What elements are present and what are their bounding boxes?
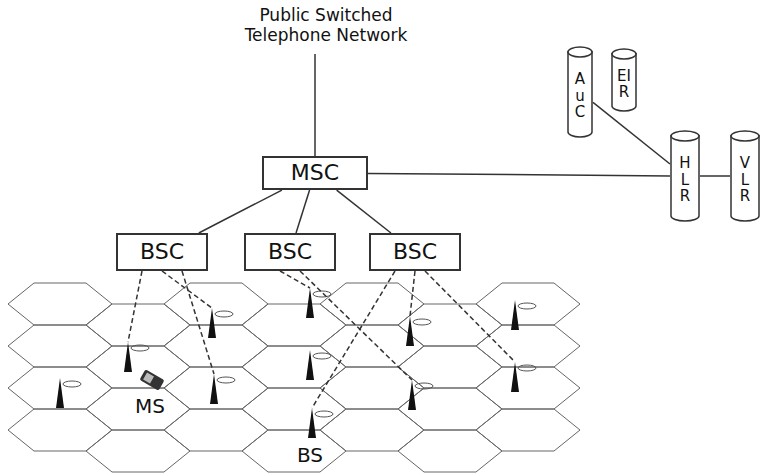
radio-link — [425, 271, 515, 362]
cell-hexagon — [86, 388, 190, 430]
cell-grid — [8, 283, 580, 472]
cylinder-top — [671, 131, 699, 141]
network-title: Public Switched Telephone Network — [230, 6, 422, 45]
antenna-symbol — [63, 381, 81, 387]
radio-link — [410, 271, 415, 316]
cell-hexagon — [476, 367, 580, 409]
antenna-symbol — [413, 319, 431, 325]
tower-symbol — [306, 350, 314, 380]
antenna-symbol — [131, 345, 149, 351]
database-label: EIR — [617, 68, 632, 101]
cell-hexagon — [8, 283, 112, 325]
database-label: VLR — [738, 155, 753, 205]
radio-link — [312, 271, 395, 408]
cell-hexagon — [242, 304, 346, 346]
network-link — [296, 190, 310, 233]
cell-hexagon — [8, 325, 112, 367]
cylinder-body — [568, 51, 592, 137]
tower-symbol — [56, 378, 64, 408]
cell-hexagon — [242, 388, 346, 430]
database-cylinder: EIR — [611, 48, 637, 112]
tower-symbol — [511, 362, 519, 392]
cylinder-top — [568, 47, 592, 57]
node-label: MSC — [291, 161, 339, 185]
cell-hexagon — [476, 325, 580, 367]
cylinder-body — [612, 53, 636, 111]
antenna-symbol — [217, 377, 235, 383]
cylinder-top — [612, 49, 636, 59]
cell-hexagon — [398, 304, 502, 346]
cell-hexagon — [86, 346, 190, 388]
mobile-phone — [139, 369, 164, 390]
tower-symbol — [124, 342, 132, 372]
mobile-station-label: MS — [134, 395, 166, 418]
cell-hexagon — [8, 367, 112, 409]
tower-symbol — [210, 374, 218, 404]
antenna-symbol — [518, 303, 536, 309]
cell-hexagon — [320, 409, 424, 451]
cylinder-top — [731, 131, 759, 141]
cell-hexagon — [164, 283, 268, 325]
antenna-symbol — [415, 383, 433, 389]
database-cylinder: HLR — [670, 130, 700, 222]
network-link — [368, 173, 670, 175]
cell-hexagon — [164, 367, 268, 409]
network-link — [199, 190, 282, 233]
network-link — [593, 102, 670, 164]
process-box: MSC — [262, 156, 368, 190]
cell-hexagon — [398, 346, 502, 388]
antenna-symbol — [313, 353, 331, 359]
base-station-towers — [56, 288, 536, 438]
node-label: BSC — [140, 240, 184, 264]
antenna-symbol — [215, 311, 233, 317]
database-cylinder: VLR — [730, 130, 760, 222]
radio-link — [182, 271, 214, 374]
cell-hexagon — [86, 304, 190, 346]
database-cylinder: AuC — [567, 46, 593, 138]
radio-link — [300, 271, 412, 380]
database-label: AuC — [573, 71, 588, 121]
tower-symbol — [406, 316, 414, 346]
cell-hexagon — [476, 409, 580, 451]
cell-hexagon — [476, 283, 580, 325]
tower-symbol — [306, 288, 314, 318]
cell-hexagon — [320, 283, 424, 325]
process-box: BSC — [116, 233, 208, 271]
tower-symbol — [511, 300, 519, 330]
antenna-symbol — [518, 365, 536, 371]
database-label: HLR — [678, 155, 693, 205]
cell-hexagon — [242, 430, 346, 472]
node-label: BSC — [268, 240, 312, 264]
phone-screen — [143, 373, 154, 384]
cell-hexagon — [320, 367, 424, 409]
network-link — [700, 175, 730, 177]
cell-hexagon — [8, 409, 112, 451]
radio-link — [280, 271, 310, 288]
tower-symbol — [408, 380, 416, 410]
antenna-symbol — [313, 291, 331, 297]
cell-hexagon — [242, 346, 346, 388]
cell-hexagon — [164, 325, 268, 367]
base-station-label: BS — [296, 444, 324, 467]
process-box: BSC — [244, 233, 336, 271]
process-box: BSC — [369, 233, 461, 271]
cylinder-body — [731, 135, 759, 221]
radio-link — [128, 271, 142, 342]
network-link — [337, 190, 391, 233]
cell-hexagon — [86, 430, 190, 472]
tower-symbol — [208, 308, 216, 338]
cylinder-body — [671, 135, 699, 221]
trunk-line — [314, 54, 316, 156]
node-label: BSC — [393, 240, 437, 264]
tower-symbol — [308, 408, 316, 438]
cell-hexagon — [398, 430, 502, 472]
antenna-symbol — [315, 411, 333, 417]
cell-hexagon — [164, 409, 268, 451]
